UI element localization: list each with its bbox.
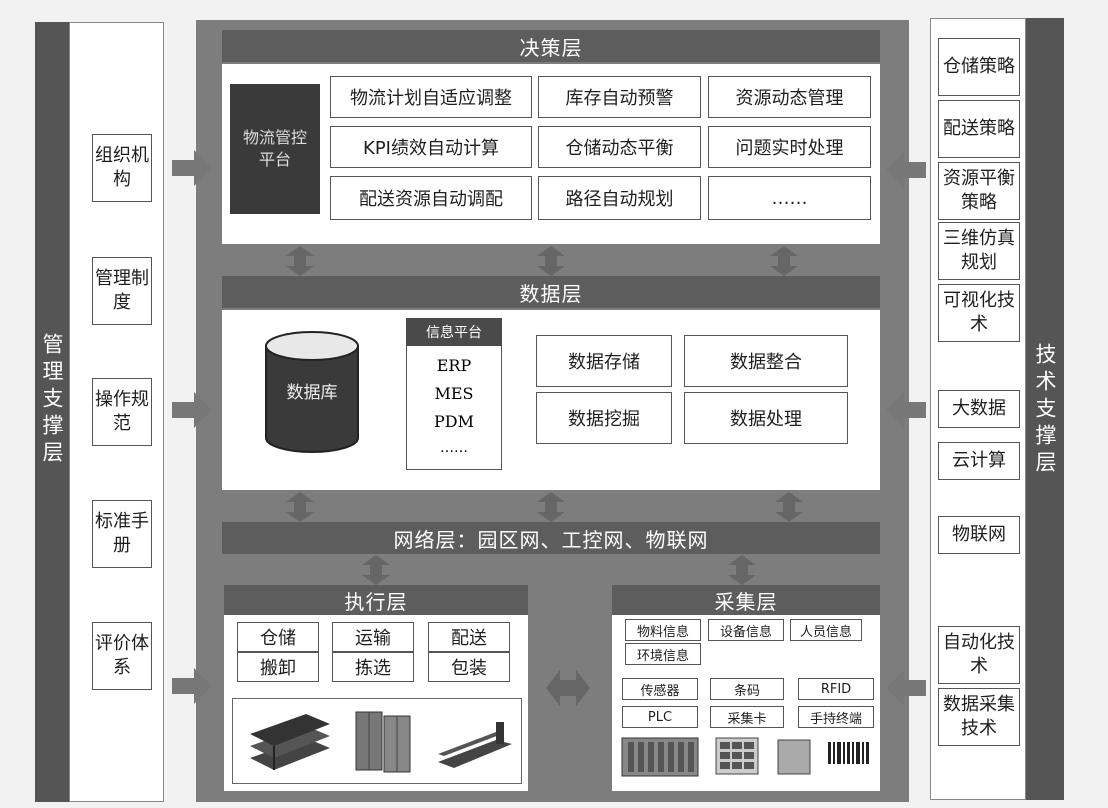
collect-info-personnel: 人员信息: [790, 619, 862, 641]
bidirectional-arrow-icon: [286, 246, 314, 276]
data-layer-header: 数据层: [222, 276, 880, 308]
database-cylinder-icon: [265, 331, 359, 453]
data-cell-processing: 数据处理: [684, 392, 848, 444]
collect-device-barcode: 条码: [710, 678, 784, 700]
tech-item-big-data: 大数据: [938, 390, 1020, 428]
data-cell-storage: 数据存储: [536, 335, 672, 387]
decision-cell-delivery-dispatch: 配送资源自动调配: [330, 176, 532, 220]
decision-cell-more: ……: [708, 176, 871, 220]
tech-item-delivery-strategy: 配送策略: [938, 100, 1020, 158]
bidirectional-arrow-icon: [775, 492, 803, 522]
bidirectional-arrow-icon: [286, 492, 314, 522]
collect-device-capture-card: 采集卡: [710, 706, 784, 728]
technical-support-title: 技术支撑层: [1033, 342, 1057, 478]
forklift-pallet-icon: [438, 722, 512, 768]
mgmt-item-standards: 标准手册: [92, 500, 152, 568]
mgmt-item-evaluation: 评价体系: [92, 622, 152, 690]
arrow-right-icon: [172, 150, 212, 186]
management-support-title: 管理支撑层: [40, 332, 64, 468]
info-platform-pdm: PDM: [434, 412, 474, 431]
data-cell-mining: 数据挖掘: [536, 392, 672, 444]
arrow-right-icon: [172, 668, 212, 704]
collect-device-sensor: 传感器: [622, 678, 698, 700]
tech-item-visualization: 可视化技术: [938, 284, 1020, 342]
exec-cell-storage: 仓储: [237, 622, 319, 652]
arrow-right-icon: [172, 392, 212, 428]
collect-info-material: 物料信息: [625, 619, 701, 641]
barcode-icon: [826, 740, 872, 766]
info-platform-mes: MES: [434, 384, 474, 403]
decision-cell-storage-balance: 仓储动态平衡: [538, 126, 701, 168]
collect-info-equipment: 设备信息: [708, 619, 784, 641]
cabinet-icon: [355, 711, 411, 773]
collect-device-plc: PLC: [622, 706, 698, 728]
execution-layer-header: 执行层: [224, 585, 528, 615]
mgmt-item-operations: 操作规范: [92, 378, 152, 446]
storage-rack-icon: [250, 714, 330, 770]
bidirectional-horizontal-arrow-icon: [546, 670, 590, 706]
info-platform-more: ……: [440, 440, 468, 456]
decision-layer-header: 决策层: [222, 30, 880, 62]
bidirectional-arrow-icon: [537, 492, 565, 522]
arrow-left-icon: [886, 152, 926, 188]
collect-device-handheld: 手持终端: [798, 706, 874, 728]
collection-layer-header: 采集层: [612, 585, 880, 615]
exec-cell-delivery: 配送: [428, 622, 510, 652]
decision-cell-kpi: KPI绩效自动计算: [330, 126, 532, 168]
decision-cell-plan-adjust: 物流计划自适应调整: [330, 76, 532, 118]
mgmt-item-org: 组织机构: [92, 134, 152, 202]
decision-cell-route-planning: 路径自动规划: [538, 176, 701, 220]
decision-cell-inventory-alert: 库存自动预警: [538, 76, 701, 118]
tech-item-resource-balance: 资源平衡策略: [938, 162, 1020, 220]
exec-cell-handling: 搬卸: [237, 652, 319, 682]
logistics-control-platform: 物流管控平台: [230, 84, 320, 214]
bidirectional-arrow-icon: [362, 555, 390, 585]
collect-info-environment: 环境信息: [625, 643, 701, 665]
box-device-icon: [777, 739, 811, 775]
bidirectional-arrow-icon: [728, 555, 756, 585]
arrow-left-icon: [886, 392, 926, 428]
plc-rack-icon: [621, 737, 699, 777]
tech-item-3d-simulation: 三维仿真规划: [938, 222, 1020, 280]
tech-item-iot: 物联网: [938, 516, 1020, 554]
terminal-keypad-icon: [715, 737, 759, 775]
mgmt-item-rules: 管理制度: [92, 257, 152, 325]
tech-item-cloud: 云计算: [938, 442, 1020, 480]
network-layer-header: 网络层：园区网、工控网、物联网: [222, 522, 880, 554]
database-label: 数据库: [286, 383, 338, 403]
tech-item-storage-strategy: 仓储策略: [938, 38, 1020, 96]
tech-item-automation: 自动化技术: [938, 626, 1020, 684]
data-cell-integration: 数据整合: [684, 335, 848, 387]
collect-device-rfid: RFID: [798, 678, 874, 700]
tech-item-data-collection: 数据采集技术: [938, 688, 1020, 746]
technical-support-column: [1026, 18, 1064, 800]
exec-cell-picking: 拣选: [332, 652, 414, 682]
decision-cell-resource-manage: 资源动态管理: [708, 76, 871, 118]
arrow-left-icon: [886, 670, 926, 706]
exec-cell-packing: 包装: [428, 652, 510, 682]
info-platform-erp: ERP: [436, 356, 472, 375]
bidirectional-arrow-icon: [537, 246, 565, 276]
bidirectional-arrow-icon: [770, 246, 798, 276]
decision-cell-issue-handling: 问题实时处理: [708, 126, 871, 168]
management-support-column: [35, 22, 69, 802]
exec-cell-transport: 运输: [332, 622, 414, 652]
info-platform-title: 信息平台: [406, 318, 502, 346]
